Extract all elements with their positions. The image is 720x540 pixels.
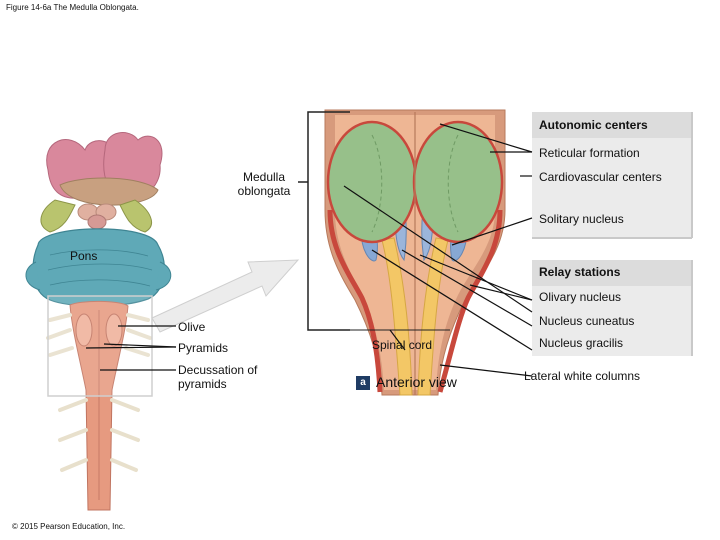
lateral-white-columns-label: Lateral white columns: [524, 369, 641, 383]
pons-label: Pons: [70, 249, 98, 263]
decussation-label: Decussation of pyramids: [178, 363, 258, 391]
olivary-nucleus-label: Olivary nucleus: [539, 290, 622, 304]
brainstem-overview: [25, 132, 172, 511]
nucleus-gracilis-label: Nucleus gracilis: [539, 336, 624, 350]
nucleus-cuneatus-label: Nucleus cuneatus: [539, 314, 635, 328]
spinal-cord-label: Spinal cord: [372, 338, 433, 352]
reticular-formation-label: Reticular formation: [539, 146, 640, 160]
view-label: Anterior view: [376, 374, 457, 390]
medulla-oblongata-label: Medulla oblongata: [237, 170, 291, 198]
medulla-detail: [324, 109, 506, 396]
copyright-notice: © 2015 Pearson Education, Inc.: [12, 522, 126, 531]
pyramids-label: Pyramids: [178, 341, 229, 355]
cardiovascular-centers-label: Cardiovascular centers: [539, 170, 662, 184]
view-badge: a: [356, 376, 370, 390]
solitary-nucleus-label: Solitary nucleus: [539, 212, 624, 226]
zoom-arrow: [151, 259, 300, 333]
figure-caption: Figure 14-6a The Medulla Oblongata.: [6, 3, 139, 12]
olive-label: Olive: [178, 320, 206, 334]
autonomic-centers-header: Autonomic centers: [539, 118, 648, 132]
relay-stations-header: Relay stations: [539, 265, 621, 279]
